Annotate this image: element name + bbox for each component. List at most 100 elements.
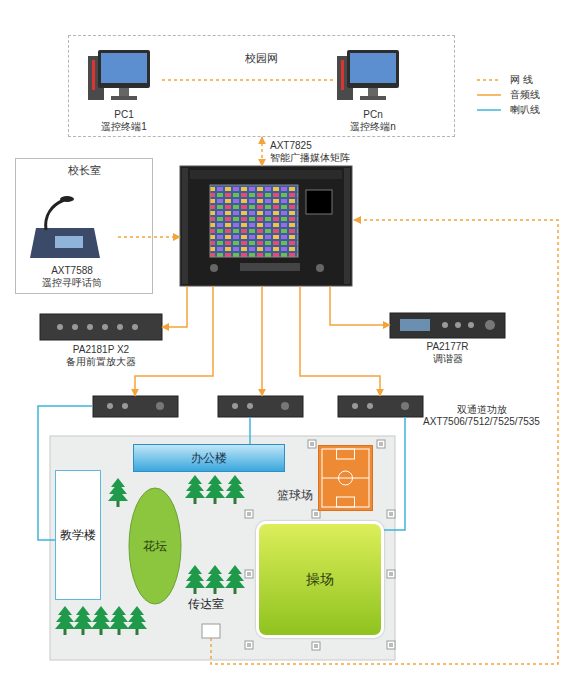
matrix-device xyxy=(316,264,324,272)
speaker-symbol xyxy=(377,440,385,448)
speaker-symbol xyxy=(387,641,395,649)
legend-sample xyxy=(476,75,502,85)
legend: 网 线音频线喇叭线 xyxy=(476,72,540,117)
tree-group xyxy=(205,475,225,504)
amplifier-device xyxy=(232,403,238,409)
pc-icon xyxy=(98,50,150,88)
speaker-symbol xyxy=(245,510,253,518)
tree-group xyxy=(127,606,147,635)
tuner-device xyxy=(485,320,495,330)
pc-icon xyxy=(360,96,386,100)
amplifier-device xyxy=(122,403,128,409)
pc-terminal: PCn遥控终端n xyxy=(335,48,411,135)
ellipse-shape xyxy=(129,488,181,604)
legend-row: 喇叭线 xyxy=(476,102,540,117)
amplifier xyxy=(218,396,303,417)
paging-microphone xyxy=(30,228,100,258)
tree-group xyxy=(108,478,128,507)
tree-group xyxy=(55,606,75,635)
speaker-symbol xyxy=(387,570,395,578)
tuner: PA2177R 调谐器 xyxy=(390,313,505,365)
tree-group xyxy=(225,475,245,504)
legend-text: 音频线 xyxy=(510,88,540,102)
amplifier-device xyxy=(93,396,178,417)
paging-microphone xyxy=(46,200,64,230)
playground: 操场 xyxy=(256,521,384,638)
amplifier-device xyxy=(107,403,113,409)
speaker-symbol xyxy=(312,642,320,650)
tree-group xyxy=(109,606,129,635)
node-label: 操场 xyxy=(306,571,334,588)
preamp-device xyxy=(132,324,138,330)
node-label: 双通道功放 AXT7506/7512/7525/7535 xyxy=(414,404,549,428)
preamp-device xyxy=(72,324,78,330)
node-label: PC1 xyxy=(114,109,133,121)
legend-row: 音频线 xyxy=(476,87,540,102)
speaker-symbol xyxy=(308,440,316,448)
speaker-symbol xyxy=(245,641,253,649)
node-label: 花坛 xyxy=(143,539,167,553)
matrix-device xyxy=(210,264,218,272)
speaker-symbol xyxy=(387,510,395,518)
map-label: 传达室 xyxy=(188,597,224,611)
amplifier-device xyxy=(281,402,289,410)
preamp-device xyxy=(117,324,123,330)
matrix-device xyxy=(210,185,298,257)
speaker-symbol xyxy=(312,510,320,518)
amplifier-device xyxy=(247,403,253,409)
connector xyxy=(384,417,405,530)
preamp-device xyxy=(87,324,93,330)
node-label: 教学楼 xyxy=(60,528,96,542)
legend-line xyxy=(477,94,501,96)
tree-group xyxy=(205,565,225,594)
pc-icon xyxy=(92,60,95,90)
pc-icon xyxy=(101,53,147,83)
node-label: PA2181P X2 备用前置放大器 xyxy=(46,344,156,368)
matrix-device xyxy=(344,168,350,284)
matrix-device xyxy=(190,170,342,179)
pc-icon xyxy=(88,50,150,100)
preamp: PA2181P X2 备用前置放大器 xyxy=(40,314,162,368)
amplifier-device xyxy=(93,396,178,417)
matrix-device xyxy=(180,166,352,286)
node-label: PCn xyxy=(363,109,382,121)
network-line xyxy=(211,220,558,664)
court-line xyxy=(337,449,355,459)
connector xyxy=(162,286,187,327)
node-label: AXT7588 遥控寻呼话筒 xyxy=(32,265,112,289)
connector xyxy=(249,417,251,444)
amplifier-device xyxy=(218,396,303,417)
node-label: 遥控终端n xyxy=(350,121,396,133)
tree-group xyxy=(185,565,205,594)
connector xyxy=(261,137,263,166)
legend-line xyxy=(477,109,501,111)
legend-sample xyxy=(476,105,502,115)
tree-group xyxy=(185,475,205,504)
legend-text: 网 线 xyxy=(510,73,533,87)
connector xyxy=(261,286,263,396)
preamp-device xyxy=(40,314,162,340)
tree-group xyxy=(225,565,245,594)
tree-group xyxy=(73,606,93,635)
amplifier-device xyxy=(367,403,373,409)
pc-icon xyxy=(119,88,129,96)
matrix-device xyxy=(180,166,352,286)
pc-icon xyxy=(350,53,396,83)
amplifier-device xyxy=(218,396,303,417)
pc-icon xyxy=(111,96,137,100)
office-room: 校长室AXT7588 遥控寻呼话筒 xyxy=(15,158,153,294)
preamp-device xyxy=(102,324,108,330)
building: 教学楼 xyxy=(55,470,101,600)
paging-mic: AXT7588 遥控寻呼话筒 xyxy=(26,197,118,291)
pc-icon xyxy=(341,60,344,90)
pc-icon xyxy=(337,50,399,100)
amplifier-device xyxy=(338,396,423,417)
node-label: 遥控终端1 xyxy=(101,121,147,133)
campus-ground xyxy=(50,436,395,660)
preamp-device xyxy=(40,314,162,340)
court-lines xyxy=(319,446,372,510)
amplifier-device xyxy=(352,403,358,409)
speaker-symbol xyxy=(245,570,253,578)
terminal-icon xyxy=(202,624,220,638)
amplifier xyxy=(93,396,178,417)
